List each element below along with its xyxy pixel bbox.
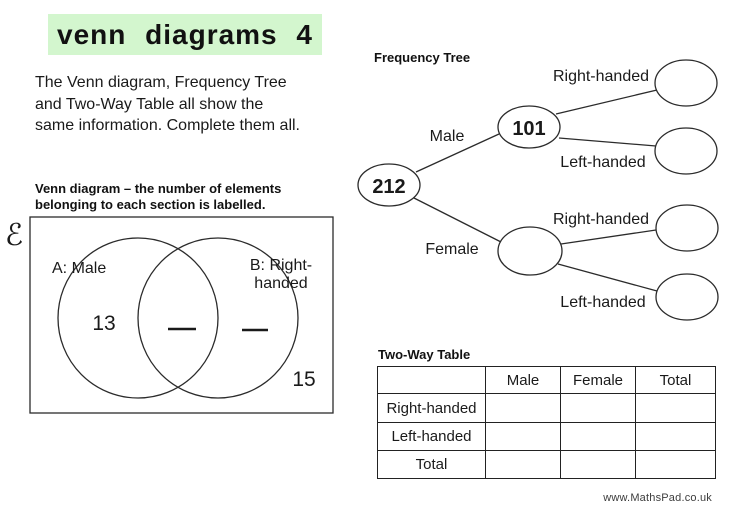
worksheet-title-box: venn diagrams 4: [48, 14, 322, 55]
table-col-total: Total: [635, 366, 716, 394]
node-male-right-handed: [654, 59, 718, 107]
female-right-handed-label: Right-handed: [553, 211, 649, 228]
female-left-handed-label: Left-handed: [560, 294, 645, 311]
table-header-row: Male Female Total: [377, 366, 716, 394]
branch-male-left: [558, 137, 657, 147]
table-col-female: Female: [560, 366, 636, 394]
two-way-table-heading: Two-Way Table: [378, 347, 471, 362]
branch-male-right: [555, 89, 658, 115]
venn-circle-a: [57, 237, 219, 399]
table-row: Right-handed: [377, 393, 716, 423]
table-row: Left-handed: [377, 422, 716, 451]
frequency-tree: 212 101 Male Female Right-handed Left-ha…: [357, 59, 719, 321]
venn-section-heading: Venn diagram – the number of elements be…: [35, 181, 282, 213]
mathspad-link[interactable]: www.MathsPad.co.uk: [603, 492, 712, 504]
cell-total-male: [485, 450, 561, 479]
venn-diagram: ℰ A: Male B: Right- handed 13 15: [5, 216, 334, 414]
cell-left-handed-male: [485, 422, 561, 451]
universal-set-symbol: ℰ: [5, 218, 23, 253]
worksheet-title: venn diagrams 4: [57, 18, 313, 50]
cell-total-total: [635, 450, 716, 479]
table-row: Total: [377, 450, 716, 479]
male-right-handed-label: Right-handed: [553, 68, 649, 85]
row-label-left-handed: Left-handed: [377, 422, 486, 451]
male-left-handed-label: Left-handed: [560, 154, 645, 171]
set-b-label-line1: B: Right-: [250, 257, 312, 274]
branch-root-female: [413, 197, 502, 243]
row-label-total: Total: [377, 450, 486, 479]
cell-right-handed-total: [635, 393, 716, 423]
node-female-right-handed: [655, 204, 719, 252]
set-b-label-line2: handed: [254, 275, 307, 292]
venn-circle-b: [137, 237, 299, 399]
cell-right-handed-female: [560, 393, 636, 423]
node-root: [357, 163, 421, 207]
branch-female-right: [560, 229, 657, 245]
venn-a-only-value: 13: [92, 312, 115, 335]
row-label-right-handed: Right-handed: [377, 393, 486, 423]
cell-left-handed-female: [560, 422, 636, 451]
table-col-male: Male: [485, 366, 561, 394]
male-branch-label: Male: [430, 128, 465, 145]
node-male: [497, 105, 561, 149]
node-male-left-handed: [654, 127, 718, 175]
node-female-left-handed: [655, 273, 719, 321]
root-value: 212: [372, 176, 405, 198]
venn-universal-box: [29, 216, 334, 414]
male-node-value: 101: [512, 118, 545, 140]
set-a-label: A: Male: [52, 260, 106, 277]
two-way-table: Male Female Total Right-handed Left-hand…: [377, 366, 716, 479]
frequency-tree-heading: Frequency Tree: [374, 50, 471, 65]
female-branch-label: Female: [425, 241, 478, 258]
venn-outside-value: 15: [292, 368, 315, 391]
node-female: [497, 226, 563, 276]
branch-root-male: [415, 133, 500, 173]
cell-left-handed-total: [635, 422, 716, 451]
instructions-text: The Venn diagram, Frequency Tree and Two…: [35, 74, 300, 135]
cell-right-handed-male: [485, 393, 561, 423]
branch-female-left: [557, 263, 658, 292]
cell-total-female: [560, 450, 636, 479]
table-corner-cell: [377, 366, 486, 394]
